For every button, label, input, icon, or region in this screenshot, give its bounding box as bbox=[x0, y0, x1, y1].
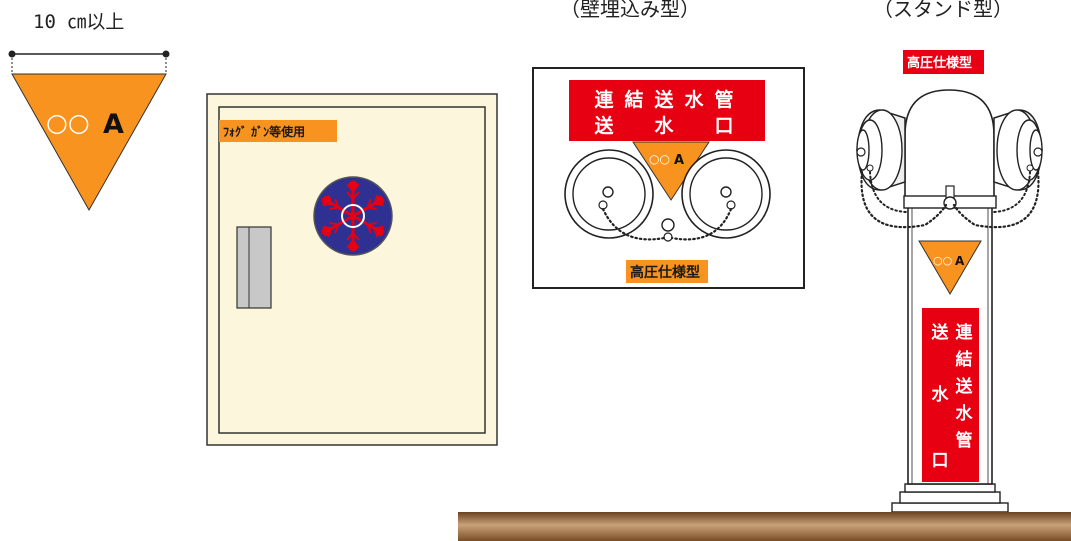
wall-plate-char: 水 bbox=[684, 89, 704, 111]
stand-head-dome bbox=[904, 89, 995, 206]
wall-plate-char: 送 bbox=[594, 114, 614, 137]
wall-plate-char: 連 bbox=[594, 88, 614, 111]
emblem-branch bbox=[346, 232, 354, 241]
emblem-branch bbox=[329, 221, 339, 226]
wall-type-caption: （壁埋込み型） bbox=[560, 0, 700, 21]
sign-size-group: 10 ㎝以上 ○○ A bbox=[8, 11, 170, 212]
wall-chain-right bbox=[670, 207, 733, 241]
wall-plate-char: 送 bbox=[654, 88, 674, 111]
sign-circles: ○○ bbox=[46, 108, 90, 137]
stand-plate-char: 結 bbox=[956, 349, 973, 370]
emblem-branch bbox=[327, 194, 333, 204]
wall-plate-char: 口 bbox=[714, 115, 733, 137]
stand-right-outlet bbox=[993, 109, 1043, 191]
emblem-branch bbox=[352, 191, 360, 200]
emblem-branch bbox=[366, 224, 372, 234]
emblem-branch bbox=[346, 240, 354, 249]
stand-chain-left-short bbox=[869, 171, 907, 213]
orange-triangle-sign bbox=[11, 73, 167, 212]
wall-pressure-label: 高圧仕様型 bbox=[630, 264, 700, 281]
cabinet-door bbox=[218, 106, 486, 434]
emblem-branch bbox=[352, 232, 360, 241]
stand-base-mid bbox=[899, 491, 1001, 504]
emblem-tip bbox=[321, 227, 331, 236]
stand-chain-right-long bbox=[952, 170, 1040, 229]
wall-red-plate bbox=[569, 80, 765, 141]
stand-plate-char: 口 bbox=[932, 451, 949, 471]
emblem-branch bbox=[374, 225, 384, 230]
emblem-branch bbox=[374, 202, 384, 207]
emblem-tip bbox=[375, 227, 385, 236]
stand-chain-right-short bbox=[993, 171, 1031, 213]
emblem-branch bbox=[334, 198, 340, 208]
stand-base-top bbox=[904, 483, 996, 493]
hydrant-cabinet: ﾌｫｸﾞ ｶﾞﾝ等使用 bbox=[206, 93, 498, 446]
emblem-branch bbox=[373, 228, 379, 238]
emblem-hub bbox=[341, 204, 365, 228]
stand-chain-left-long bbox=[860, 170, 948, 229]
emblem-branch bbox=[373, 194, 379, 204]
emblem-branch bbox=[334, 224, 340, 234]
emblem-branch bbox=[329, 206, 339, 211]
emblem-branch bbox=[367, 206, 377, 211]
wall-plate-char: 管 bbox=[714, 88, 733, 111]
wall-sign-letter: A bbox=[674, 153, 684, 168]
emblem-branch bbox=[322, 202, 332, 207]
stand-plate-char: 水 bbox=[932, 384, 950, 405]
wall-embedded-outlet: （壁埋込み型） 連結送水管送水口 ○○ A 高圧仕様型 bbox=[532, 0, 805, 289]
emblem-tip bbox=[321, 196, 331, 205]
wall-chain-left bbox=[601, 207, 666, 241]
fog-gun-label-bg bbox=[219, 120, 337, 142]
wall-sign-circles: ○○ bbox=[649, 152, 670, 166]
door-handle bbox=[236, 226, 272, 309]
stand-sign-letter: A bbox=[955, 254, 965, 268]
stand-sign-circles: ○○ bbox=[933, 254, 952, 267]
left-outlet bbox=[564, 149, 654, 239]
wall-plate-char: 水 bbox=[654, 115, 674, 137]
emblem-branch bbox=[346, 183, 354, 192]
stand-orange-triangle bbox=[918, 240, 982, 295]
stand-plate-char: 水 bbox=[956, 403, 974, 424]
stand-red-plate bbox=[922, 308, 979, 482]
wall-plate-char: 結 bbox=[624, 88, 643, 111]
size-label: 10 ㎝以上 bbox=[33, 11, 124, 33]
emblem-branch bbox=[367, 221, 377, 226]
emblem-branch bbox=[327, 228, 333, 238]
stand-type-caption: （スタンド型） bbox=[873, 0, 1013, 21]
stand-pressure-label-bg bbox=[903, 50, 984, 74]
stand-plate-char: 送 bbox=[932, 322, 950, 343]
stand-plate-char: 送 bbox=[956, 376, 974, 397]
fog-gun-label: ﾌｫｸﾞ ｶﾞﾝ等使用 bbox=[223, 124, 305, 139]
stand-plate-char: 連 bbox=[956, 322, 974, 343]
emblem-branch bbox=[366, 198, 372, 208]
stand-center-anchor bbox=[943, 185, 957, 210]
stand-left-outlet bbox=[856, 109, 906, 191]
stand-pressure-label: 高圧仕様型 bbox=[907, 55, 972, 71]
emblem-branch bbox=[346, 191, 354, 200]
right-outlet bbox=[681, 149, 771, 239]
fire-emblem bbox=[313, 176, 393, 256]
stand-base-bottom bbox=[891, 502, 1009, 513]
stand-type-outlet: （スタンド型） 高圧仕様型 bbox=[856, 0, 1043, 513]
sign-letter: A bbox=[103, 109, 124, 140]
ground-bar bbox=[458, 512, 1071, 541]
emblem-tip bbox=[375, 196, 385, 205]
stand-plate-char: 管 bbox=[956, 430, 973, 451]
emblem-branch bbox=[352, 240, 360, 249]
emblem-branch bbox=[322, 225, 332, 230]
wall-pressure-label-bg bbox=[626, 260, 708, 283]
emblem-branch bbox=[352, 183, 360, 192]
